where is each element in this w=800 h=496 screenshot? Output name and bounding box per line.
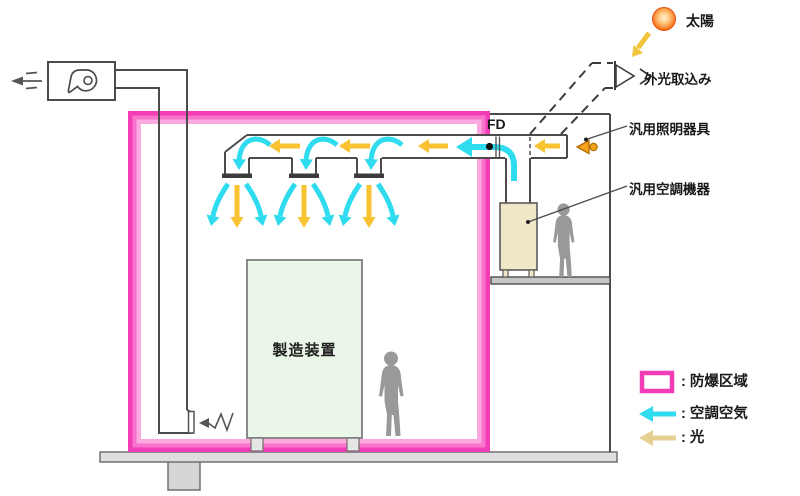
light-arrows bbox=[230, 139, 560, 228]
legend-air-arrow bbox=[639, 406, 676, 422]
equipment-label: 製造装置 bbox=[272, 341, 337, 359]
floor-slab bbox=[99, 451, 618, 491]
legend-zone-label: : 防爆区域 bbox=[681, 374, 748, 390]
exhaust-out-arrow bbox=[11, 71, 42, 90]
legend-zone-swatch bbox=[639, 370, 675, 394]
suction-zigzag-arrow bbox=[199, 411, 234, 433]
fire-damper-icon bbox=[485, 136, 501, 158]
light-intake-icon bbox=[529, 61, 653, 135]
sun-icon bbox=[652, 7, 676, 31]
legend-air-label: : 空調空気 bbox=[681, 406, 748, 422]
machine-room bbox=[490, 113, 611, 452]
lighting-label: 汎用照明器具 bbox=[629, 122, 710, 137]
equipment-box bbox=[246, 259, 363, 452]
sun-label: 太陽 bbox=[686, 13, 714, 29]
ceiling-duct bbox=[222, 134, 568, 178]
exhaust-duct bbox=[115, 69, 195, 434]
sun-light-arrow bbox=[632, 31, 652, 57]
supply-duct bbox=[505, 158, 531, 203]
leader-lines bbox=[526, 125, 628, 224]
fd-label: FD bbox=[487, 116, 506, 132]
legend-light-arrow bbox=[639, 430, 676, 446]
airflow-arrows bbox=[206, 136, 517, 226]
exhaust-fan-icon bbox=[47, 61, 116, 101]
legend-light-label: : 光 bbox=[681, 430, 705, 446]
hvac-label: 汎用空調機器 bbox=[629, 182, 710, 197]
lighting-fixture-icon bbox=[575, 139, 598, 155]
light-intake-label: 外光取込み bbox=[644, 72, 712, 87]
person-machine-room bbox=[553, 203, 575, 277]
ac-unit bbox=[499, 202, 538, 278]
